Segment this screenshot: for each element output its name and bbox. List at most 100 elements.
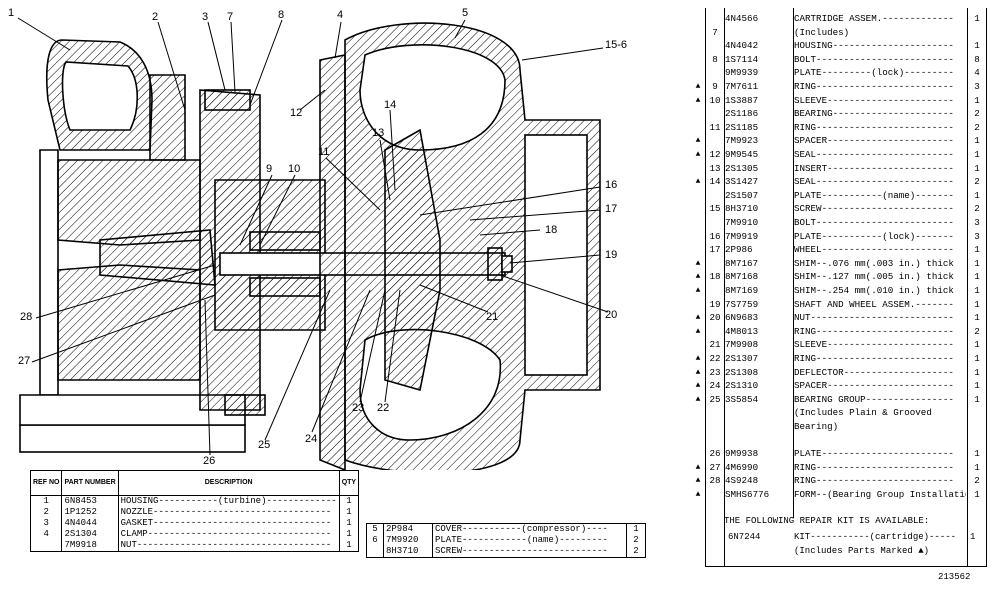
marker: ▲ — [695, 476, 701, 486]
part-number: 2S1186 — [725, 108, 759, 120]
description: Bearing) — [794, 421, 839, 432]
ref: 12 — [709, 149, 721, 160]
qty: 1 — [974, 353, 980, 364]
callout-3: 3 — [202, 11, 209, 23]
callout-7: 7 — [227, 11, 234, 23]
qty: 1 — [974, 94, 980, 106]
part-number: 2S1310 — [725, 380, 759, 392]
description: HOUSING-----------(turbine)------------- — [117, 495, 340, 507]
marker: ▲ — [695, 95, 701, 105]
description: SHAFT AND WHEEL ASSEM.------- — [794, 298, 954, 310]
callout-22: 22 — [377, 402, 390, 414]
callout-2: 2 — [152, 11, 159, 23]
col-part: PART NUMBER — [61, 470, 119, 496]
ref: 22 — [709, 353, 721, 364]
qty: 2 — [974, 325, 980, 337]
table-row: 5 2P984 COVER-----------(compressor)----… — [366, 523, 646, 535]
ref: 28 — [709, 475, 721, 487]
ref: 20 — [709, 312, 721, 324]
part-number: 3S5854 — [725, 393, 759, 405]
qty: 1 — [974, 149, 980, 160]
marker: ▲ — [695, 462, 701, 472]
kit-note: (Includes Parts Marked ▲) — [794, 546, 930, 556]
qty: 1 — [974, 366, 980, 378]
part-number: 7M9919 — [725, 230, 759, 242]
callout-13: 13 — [372, 127, 385, 139]
col-ref: REF NO — [29, 470, 63, 496]
callout-26: 26 — [203, 455, 216, 467]
ref: 16 — [709, 230, 721, 242]
description: NOZZLE--------------------------------- — [117, 507, 340, 518]
callout-12: 12 — [290, 107, 303, 119]
ref: 9 — [712, 81, 718, 92]
description: PLATE------------------------ — [794, 448, 954, 460]
callout-21: 21 — [486, 311, 499, 323]
description: PLATE-----------(name)------- — [794, 189, 954, 201]
callout-16: 16 — [605, 179, 618, 191]
description: HOUSING---------------------- — [794, 40, 954, 52]
part-number: 7M9920 — [383, 535, 433, 546]
marker: ▲ — [695, 381, 701, 391]
marker: ▲ — [695, 354, 701, 363]
part-number: 8H3710 — [383, 546, 433, 558]
marker: ▲ — [695, 150, 701, 159]
part-number: 7S7759 — [725, 298, 759, 310]
parts-table-left: REF NO PART NUMBER DESCRIPTION QTY 1 6N8… — [29, 470, 360, 552]
col-description: DESCRIPTION — [117, 470, 340, 496]
part-number: 1S3887 — [725, 94, 759, 106]
part-number: 8M7168 — [725, 271, 759, 283]
description: SPACER----------------------- — [794, 380, 954, 392]
qty: 3 — [974, 217, 980, 228]
ref: 23 — [709, 366, 721, 378]
figure-number: 213562 — [938, 572, 971, 582]
qty: 1 — [974, 13, 980, 24]
marker: ▲ — [695, 177, 701, 187]
qty: 1 — [974, 380, 980, 392]
table-row: 6 7M9920 PLATE------------(name)--------… — [366, 535, 646, 546]
qty: 3 — [974, 230, 980, 242]
callout-10: 10 — [288, 163, 301, 175]
part-number: 6N8453 — [61, 495, 119, 507]
description: RING------------------------- — [794, 475, 954, 487]
qty: 1 — [974, 189, 980, 201]
ref: 15 — [709, 203, 721, 215]
qty: 1 — [974, 257, 980, 269]
qty: 1 — [338, 540, 360, 552]
description: CARTRIDGE ASSEM.------------- — [794, 13, 954, 24]
turbine-wheel — [99, 229, 216, 286]
qty: 4 — [974, 67, 980, 79]
turbocharger-cross-section — [17, 17, 609, 470]
description: SPACER----------------------- — [794, 135, 954, 147]
part-number: 9M9939 — [725, 67, 759, 79]
description: RING------------------------- — [794, 461, 954, 473]
description: (Includes Plain & Grooved — [794, 407, 932, 419]
qty: 1 — [338, 518, 360, 529]
description: RING------------------------- — [794, 81, 954, 92]
callout-19: 19 — [605, 249, 618, 261]
table-row: 1 6N8453 HOUSING-----------(turbine)----… — [29, 495, 360, 507]
ref: 24 — [709, 380, 721, 392]
qty: 1 — [974, 271, 980, 283]
qty: 2 — [626, 535, 646, 546]
table-row: 8H3710 SCREW--------------------------- … — [366, 546, 646, 558]
part-number: 6N9683 — [725, 312, 759, 324]
callout-5: 5 — [462, 7, 469, 19]
part-number: 4N4044 — [61, 518, 119, 529]
part-number: 7M7611 — [725, 81, 759, 92]
description: BOLT------------------------- — [794, 53, 954, 65]
qty: 1 — [974, 312, 980, 324]
ref: 17 — [709, 244, 721, 256]
description: SCREW------------------------ — [794, 203, 954, 215]
